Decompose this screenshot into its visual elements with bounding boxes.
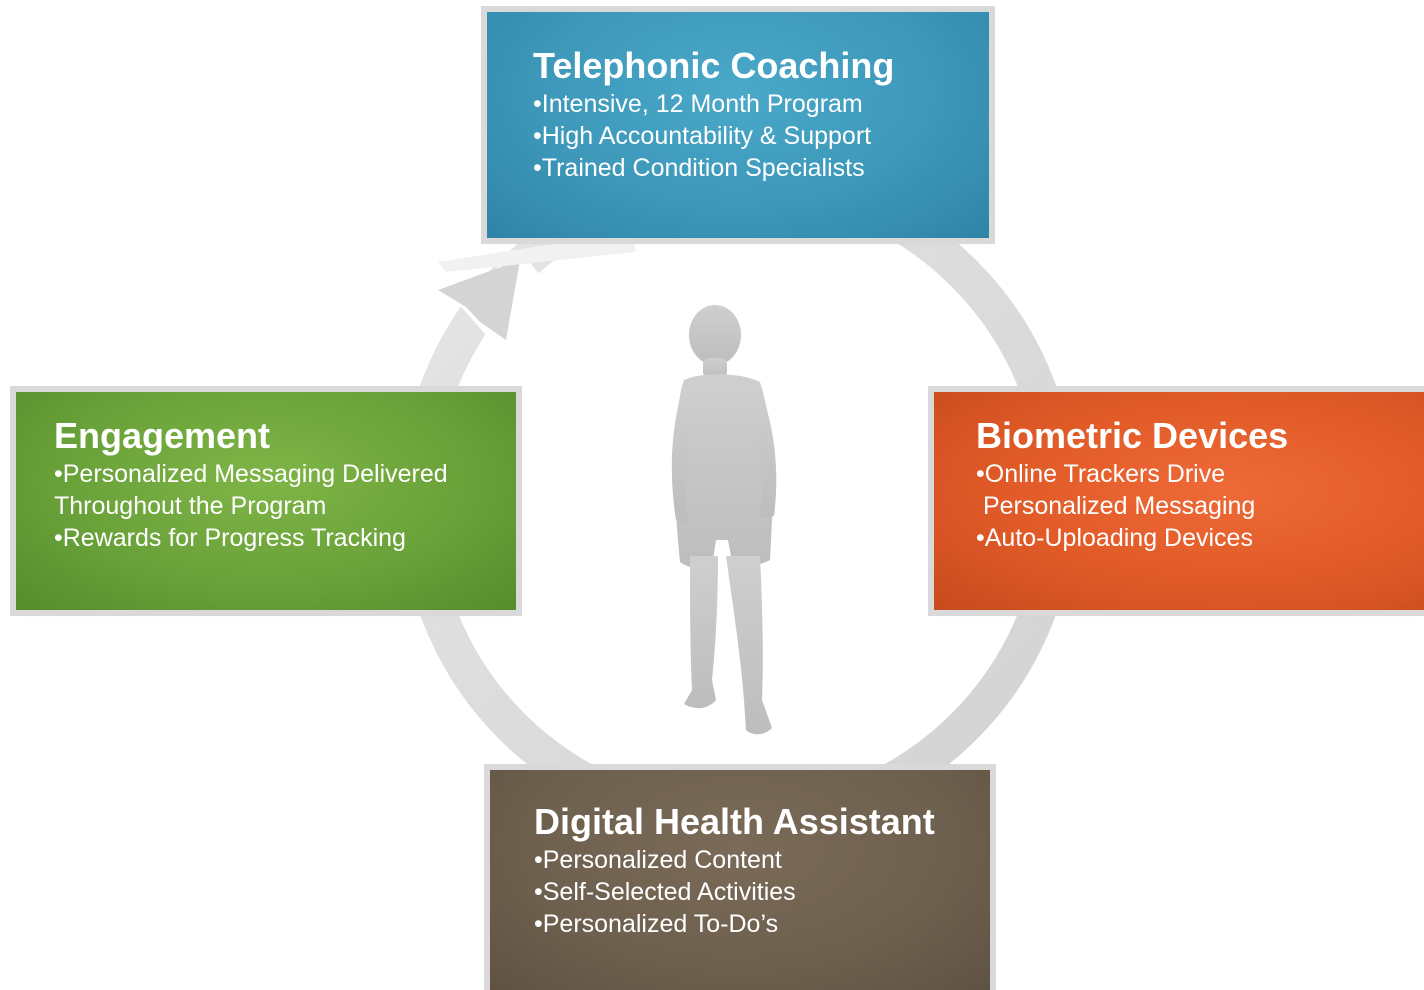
telephonic-coaching-bullet: •Intensive, 12 Month Program [533,90,863,118]
telephonic-coaching-box: Telephonic Coaching •Intensive, 12 Month… [481,6,995,244]
engagement-bullet: •Personalized Messaging Delivered [54,460,448,488]
digital-health-assistant-bullet: •Personalized To-Do’s [534,910,779,938]
engagement-box: Engagement •Personalized Messaging Deliv… [10,386,522,616]
biometric-devices-box: Biometric Devices •Online Trackers Drive… [928,386,1424,616]
biometric-devices-bullet: •Online Trackers Drive [976,460,1226,488]
engagement-bullet: Throughout the Program [54,492,327,520]
biometric-devices-title: Biometric Devices [976,415,1289,456]
person-silhouette-icon [671,305,777,735]
cycle-arrow-head-icon [438,260,520,340]
telephonic-coaching-bullet: •High Accountability & Support [533,122,872,150]
digital-health-assistant-box: Digital Health Assistant •Personalized C… [484,764,996,990]
digital-health-assistant-title: Digital Health Assistant [534,801,935,842]
telephonic-coaching-title: Telephonic Coaching [533,45,895,86]
engagement-title: Engagement [54,415,271,456]
biometric-devices-bullet: Personalized Messaging [976,492,1256,520]
telephonic-coaching-bullet: •Trained Condition Specialists [533,154,865,182]
engagement-bullet: •Rewards for Progress Tracking [54,524,406,552]
biometric-devices-bullet: •Auto-Uploading Devices [976,524,1253,552]
digital-health-assistant-bullet: •Personalized Content [534,846,782,874]
digital-health-assistant-bullet: •Self-Selected Activities [534,878,796,906]
arrow-reflection [438,232,636,272]
